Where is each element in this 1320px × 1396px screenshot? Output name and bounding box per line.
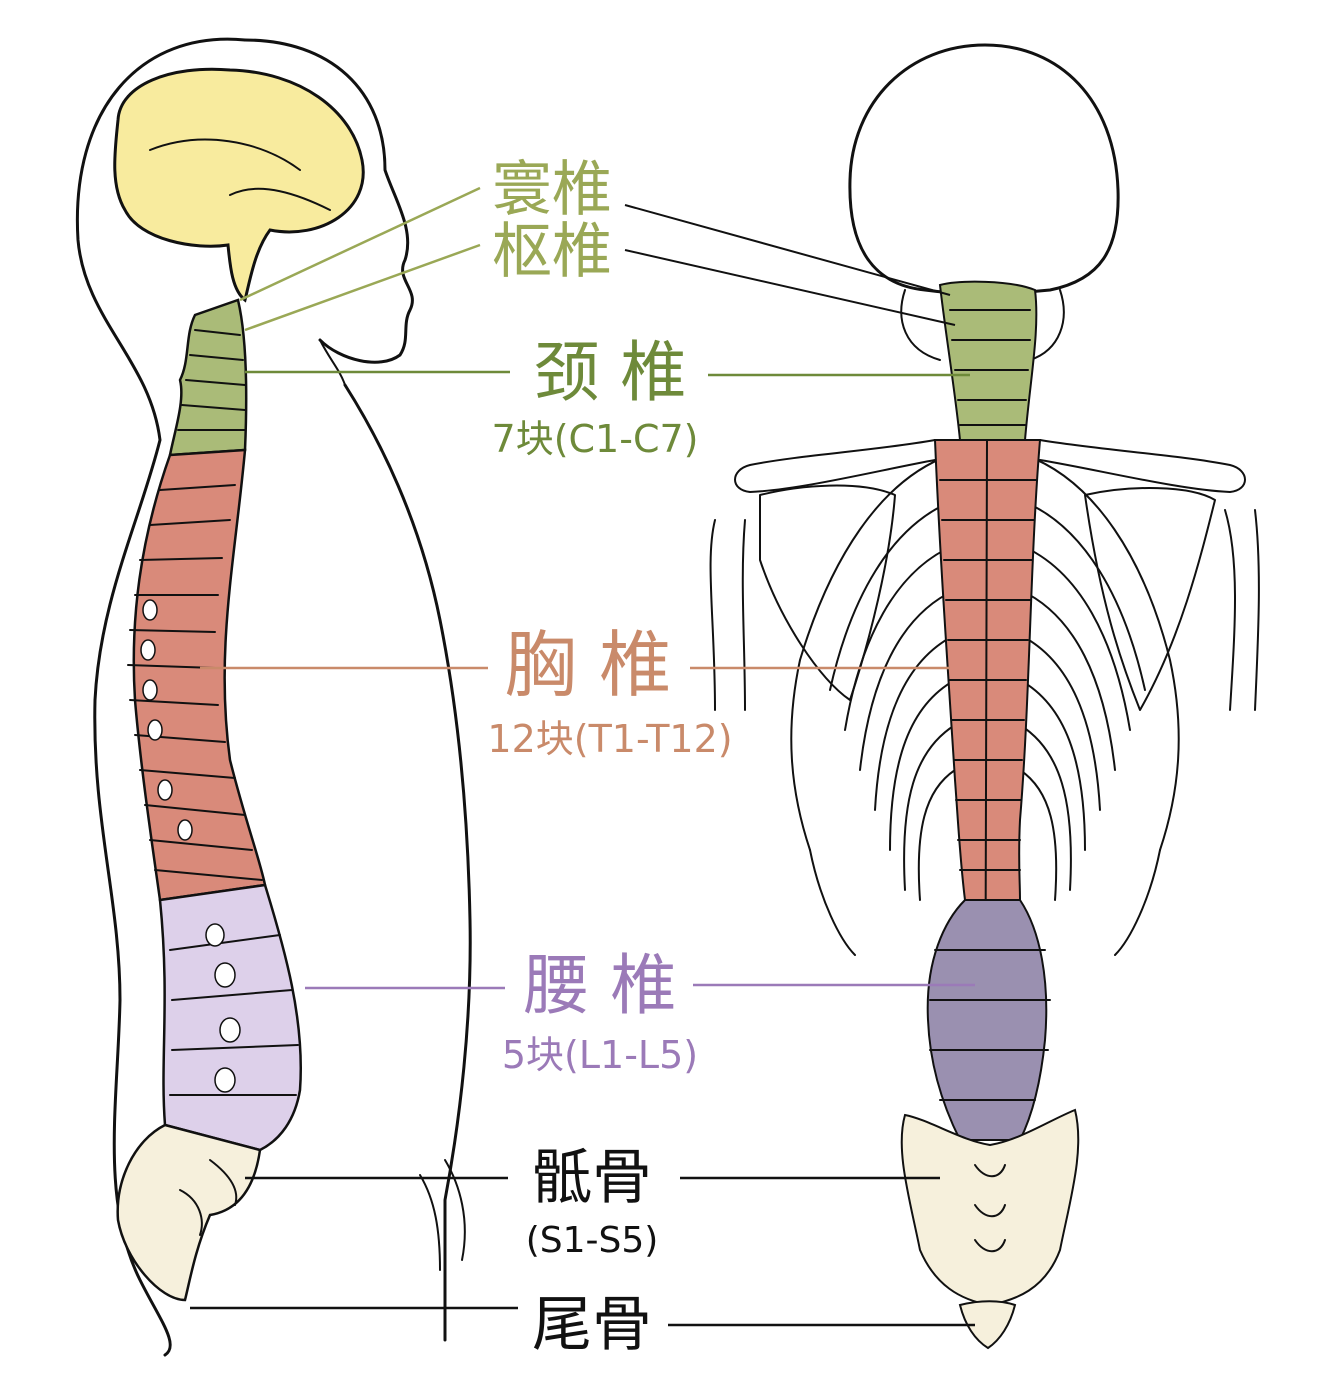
label-cervical: 颈 椎 [534, 334, 687, 411]
labels: 寰椎 枢椎 颈 椎 7块(C1-C7) 胸 椎 12块(T1-T12) 腰 椎 … [487, 155, 732, 1360]
jaw-back [900, 289, 1065, 361]
clavicle-left [734, 439, 936, 493]
thoracic-discs [140, 599, 193, 841]
label-axis: 枢椎 [492, 217, 612, 287]
leader-atlas-left [239, 186, 481, 302]
clavicle-right [1039, 439, 1246, 493]
cervical-back-lines [949, 309, 1031, 426]
lumbar-side-lines [169, 934, 299, 1096]
brain [113, 67, 365, 303]
label-atlas: 寰椎 [492, 155, 612, 225]
cervical-side-lines [177, 329, 246, 431]
label-thoracic: 胸 椎 [505, 623, 672, 707]
sacrum-back [900, 1108, 1080, 1307]
scapula-left [759, 484, 896, 701]
scapula-right [1084, 487, 1216, 711]
label-cervical-count: 7块(C1-C7) [492, 417, 699, 461]
back-view [709, 43, 1260, 1350]
cervical-back [938, 280, 1038, 441]
lumbar-back-lines [929, 949, 1051, 1101]
thoracic-back-lines [939, 479, 1037, 871]
label-sacrum: 骶骨 [532, 1143, 652, 1213]
head-outline-side [243, 38, 414, 364]
thoracic-side-lines [127, 484, 263, 881]
brain-fold [149, 138, 331, 211]
label-thoracic-count: 12块(T1-T12) [487, 717, 732, 761]
ribs [790, 454, 1180, 956]
coccyx-back [958, 1300, 1017, 1350]
arm-hint [419, 1159, 466, 1271]
cervical-side [168, 298, 248, 457]
sacrum-side-lines [179, 1159, 238, 1236]
leader-axis-left [244, 243, 481, 332]
label-coccyx: 尾骨 [532, 1290, 652, 1360]
thoracic-side [132, 448, 267, 902]
side-view [75, 37, 472, 1357]
lumbar-discs [205, 923, 241, 1093]
sacrum-side [116, 1123, 262, 1302]
label-lumbar-count: 5块(L1-L5) [502, 1033, 698, 1077]
leader-lines [190, 186, 975, 1327]
skull-back [848, 43, 1120, 296]
leader-axis-right [624, 249, 956, 326]
label-lumbar: 腰 椎 [524, 947, 677, 1024]
neck-front-line [319, 339, 346, 386]
front-body-outline [343, 383, 472, 1342]
leader-atlas-right [624, 204, 951, 296]
label-sacrum-range: (S1-S5) [526, 1220, 659, 1261]
lumbar-back [926, 899, 1048, 1141]
sacrum-foramina [974, 1164, 1006, 1253]
humerus-left [709, 519, 746, 711]
humerus-right [1224, 509, 1260, 711]
